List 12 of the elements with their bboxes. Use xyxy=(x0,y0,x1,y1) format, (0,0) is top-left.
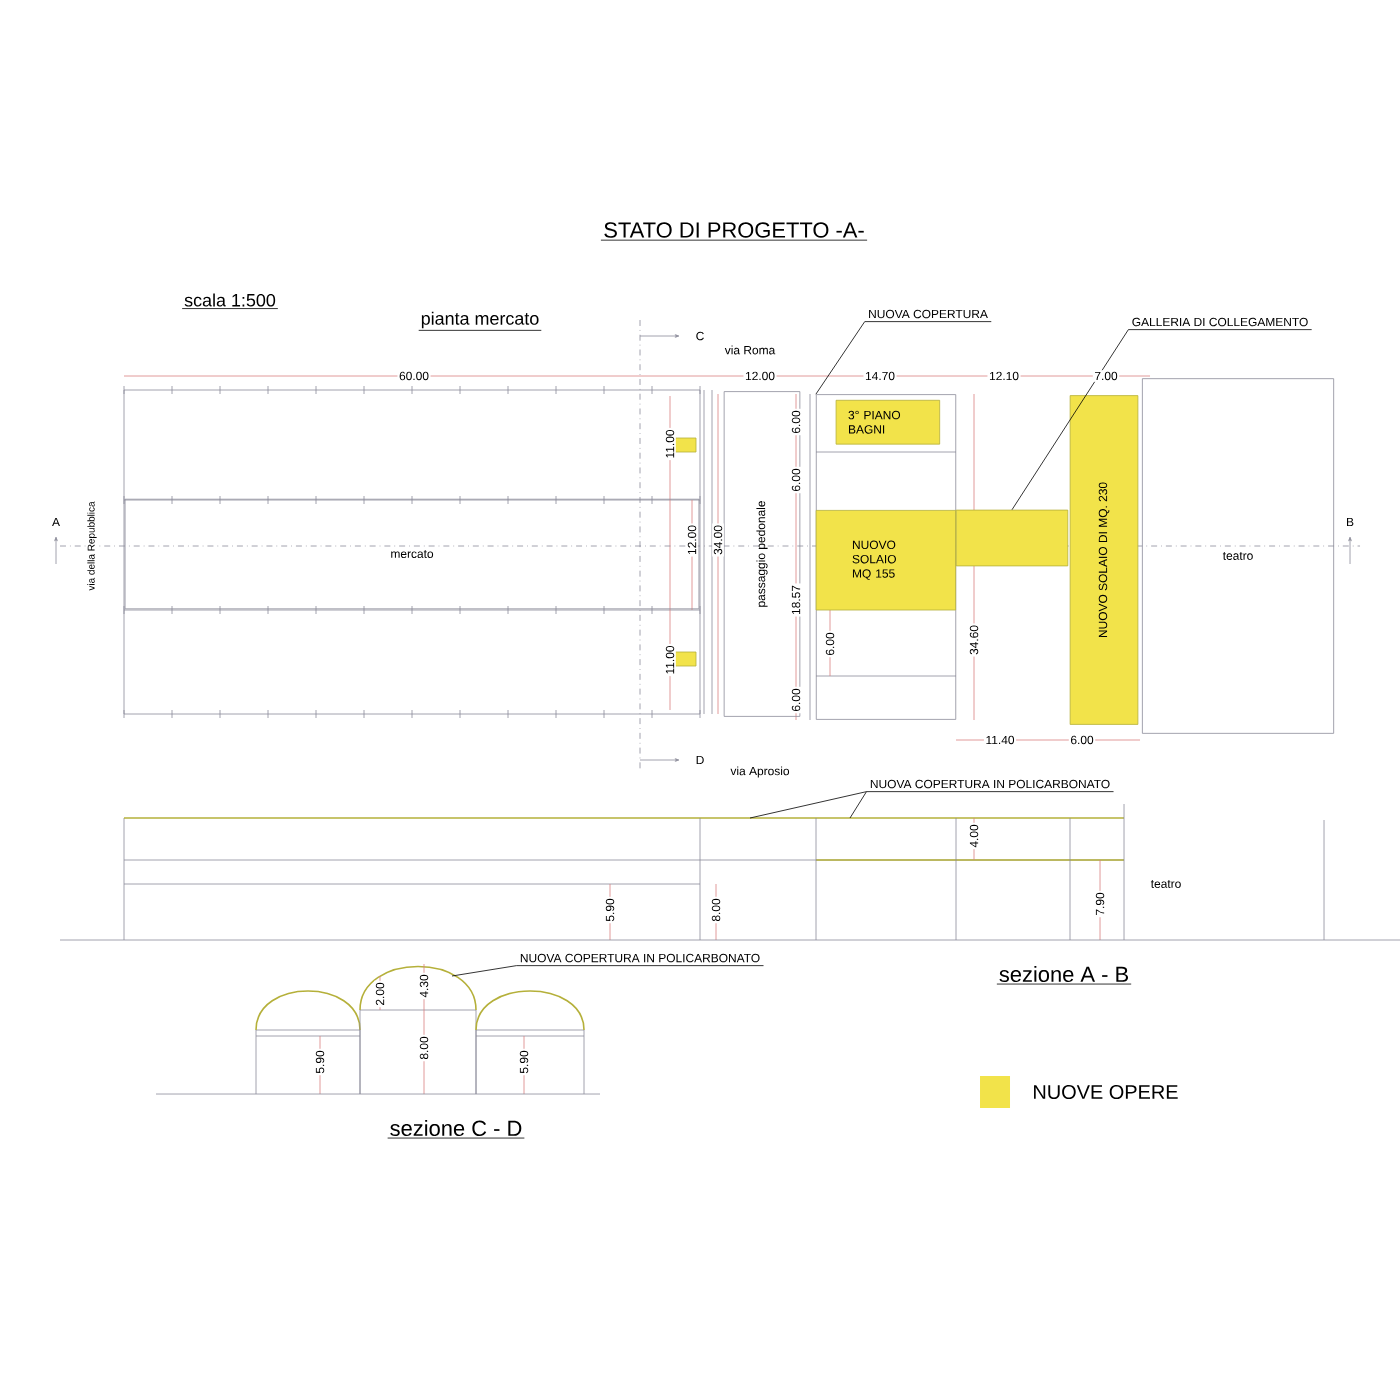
gallery-bar xyxy=(955,509,1069,567)
section-heading: sezione A - B xyxy=(996,965,1132,985)
leader-line xyxy=(451,965,517,977)
leader-line xyxy=(849,791,867,819)
plan-heading: pianta mercato xyxy=(418,311,542,331)
section-heading: sezione C - D xyxy=(387,1119,525,1139)
leader-line xyxy=(815,321,866,395)
scale-heading: scala 1:500 xyxy=(181,293,279,309)
leader-line xyxy=(749,791,867,819)
title: STATO DI PROGETTO -A- xyxy=(600,222,868,241)
leader-line xyxy=(1011,329,1129,511)
legend-text: NUOVE OPERE xyxy=(1034,1084,1178,1100)
